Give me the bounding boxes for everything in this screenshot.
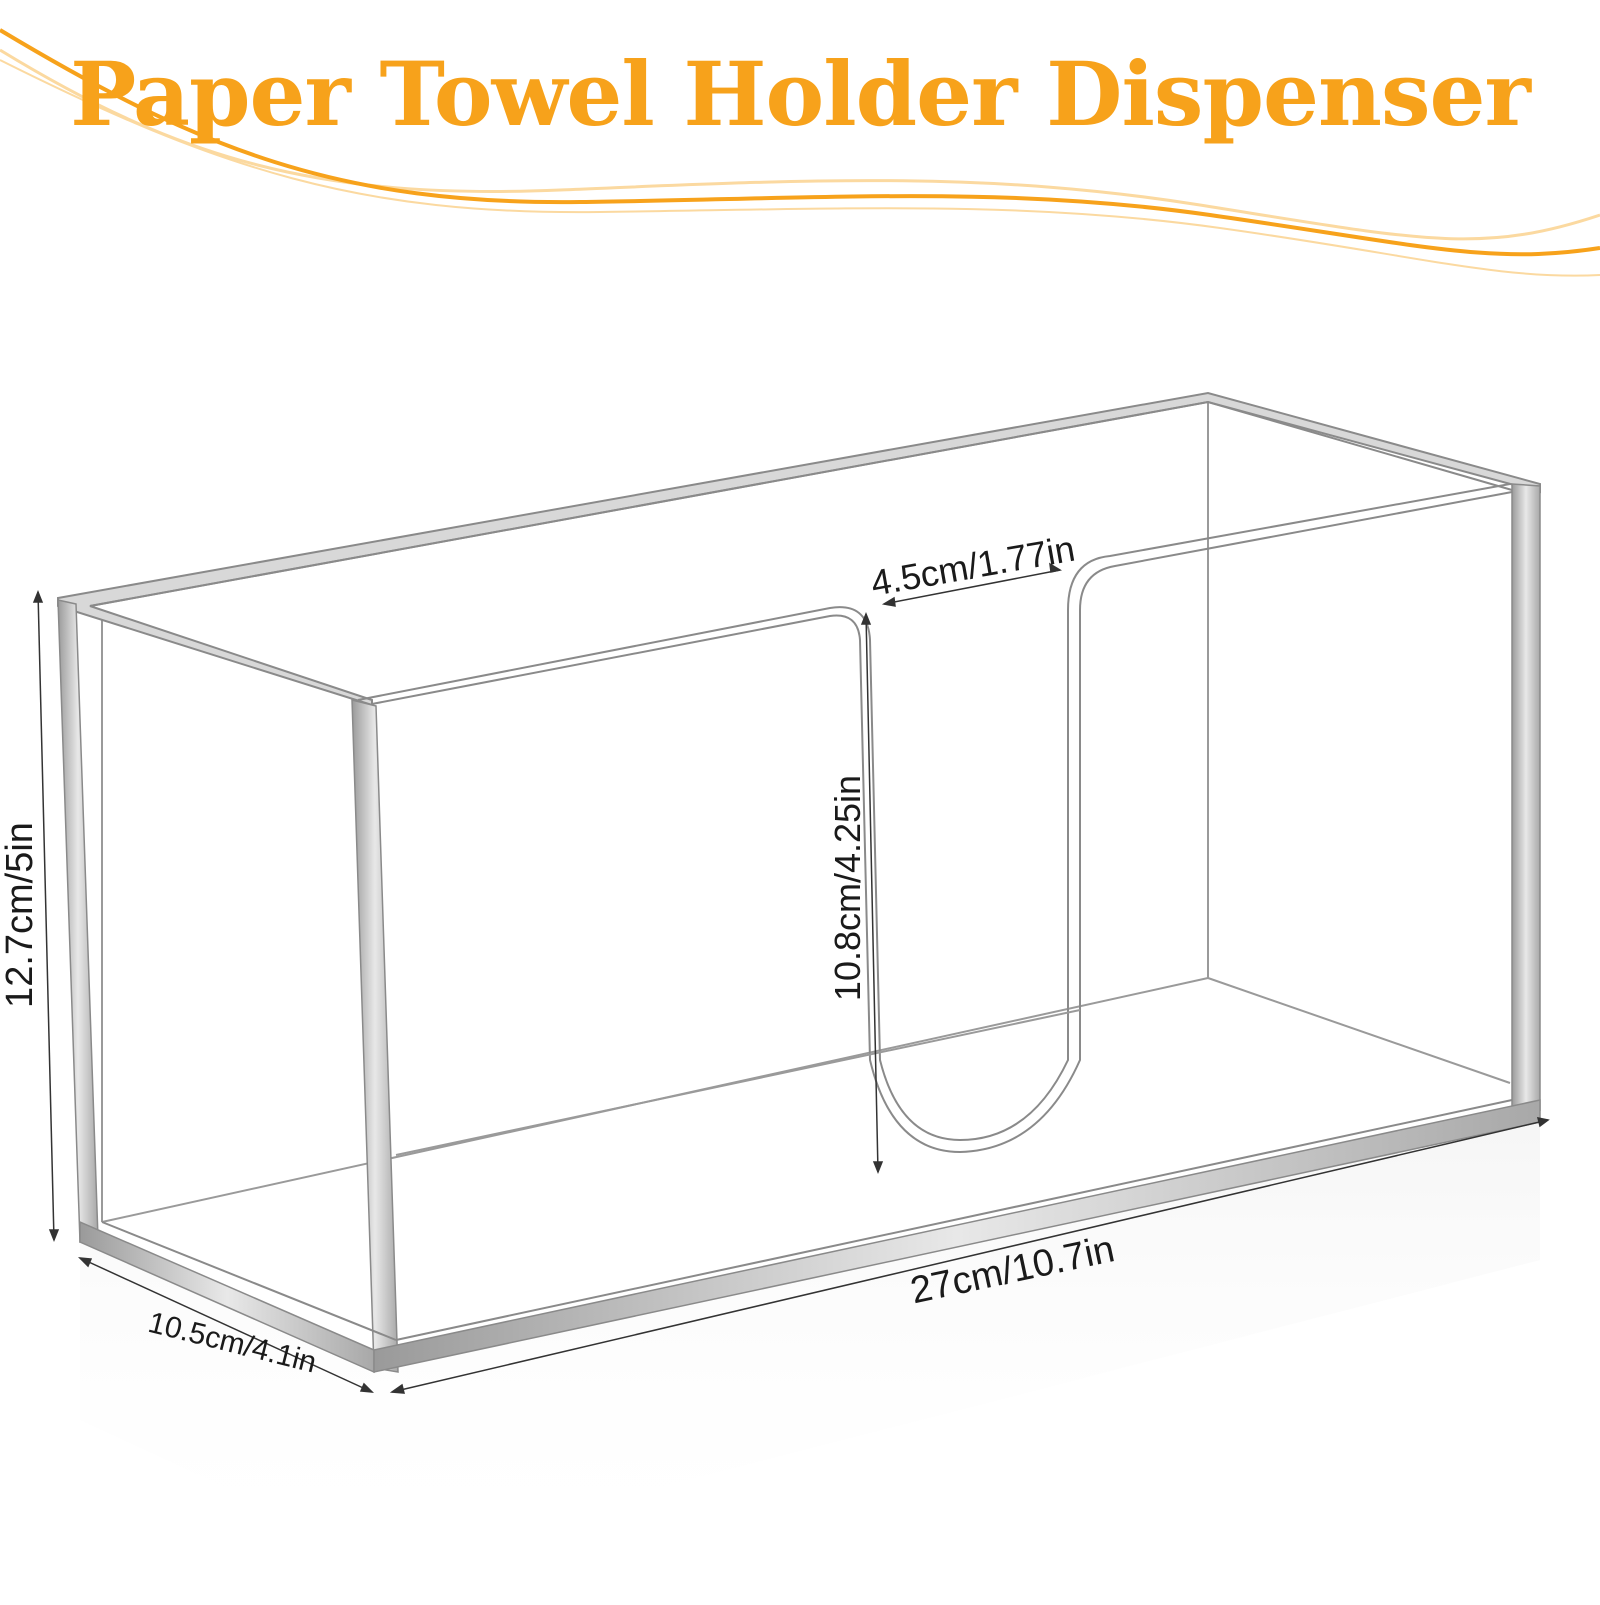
box-top-rim	[57, 391, 1541, 707]
page-title: Paper Towel Holder Dispenser	[70, 42, 1531, 146]
floor-reflection	[80, 1122, 1540, 1560]
box-left-edges	[57, 599, 399, 1373]
box-right-edge	[1511, 483, 1541, 1111]
box-front-panel	[357, 483, 1513, 1154]
slot-height-label: 10.8cm/4.25in	[827, 775, 868, 1001]
box-base-edges	[79, 1009, 1541, 1374]
dimension-arrows	[32, 562, 1550, 1394]
slot-width-label: 4.5cm/1.77in	[868, 528, 1078, 604]
decorative-swoosh	[0, 28, 1600, 277]
height-label: 12.7cm/5in	[0, 822, 41, 1008]
box-back-edges	[101, 396, 1511, 1223]
